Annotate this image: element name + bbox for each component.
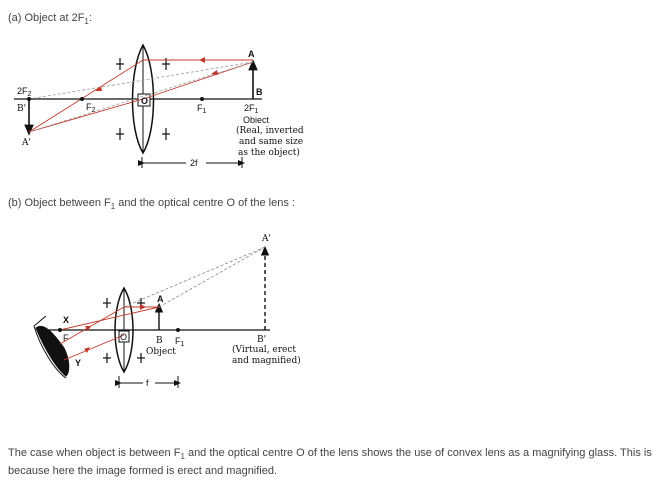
- dimension-f: [115, 376, 181, 388]
- label-object-b: Object: [146, 347, 176, 357]
- ray-virtual-b1: [123, 246, 266, 308]
- label-f-dimension: f: [146, 378, 149, 388]
- conclusion-text-1: The case when object is between F: [8, 447, 181, 459]
- point-f2-a: [80, 97, 84, 101]
- label-b-prime-b: B': [257, 335, 266, 345]
- label-f1-a: F1: [197, 103, 207, 115]
- label-2f1: 2F1: [244, 103, 259, 115]
- label-f-b: F: [63, 333, 69, 343]
- label-2f2: 2F2: [17, 86, 32, 98]
- label-b-a: B: [256, 87, 263, 97]
- caption-b-suffix: and the optical centre O of the lens :: [115, 197, 295, 209]
- point-f1-b: [176, 328, 180, 332]
- optical-centre-box-b: [118, 330, 130, 343]
- caption-b-text: (b) Object between F: [8, 197, 111, 209]
- caption-b-sub: 1: [110, 202, 116, 212]
- label-a-prime-a: A': [21, 138, 31, 148]
- ray-lower-b: [63, 334, 125, 361]
- ray-refracted-a: [28, 59, 144, 133]
- label-b-prime-a: B': [17, 104, 26, 114]
- note-b-line1: (Virtual, erect: [232, 344, 296, 355]
- conclusion-text-2: and the optical centre O of the lens sho…: [8, 447, 652, 478]
- caption-a-text: (a) Object at 2F: [8, 12, 85, 24]
- eye-outline: [33, 315, 67, 379]
- label-f1-b: F1: [175, 336, 185, 348]
- ray-focal-b: [28, 98, 144, 133]
- note-a-line2: and same size: [239, 137, 303, 147]
- ray-focal-a: [142, 61, 254, 100]
- label-f2: F2: [86, 102, 96, 114]
- ray-virtual-b2: [158, 246, 266, 308]
- diagram-a: 2F2 B' A' F2 O F1 A B 2F1 Obiect (Real, …: [14, 43, 304, 168]
- caption-a-sub: 1: [84, 17, 89, 27]
- conclusion-paragraph: The case when object is between F1 and t…: [8, 446, 658, 479]
- conclusion-sub: 1: [180, 452, 185, 462]
- label-o-b: O: [120, 332, 127, 342]
- label-y: Y: [75, 358, 81, 368]
- label-2f-dimension: 2f: [190, 158, 198, 168]
- label-object-a: Obiect: [243, 115, 270, 125]
- note-a-line3: as the object): [238, 147, 300, 158]
- ray-centre-b: [59, 306, 160, 331]
- caption-a-suffix: :: [88, 12, 92, 24]
- ray-arrowheads-b: [84, 304, 146, 353]
- note-b-line2: and magnified): [232, 355, 301, 366]
- dimension-2f: [138, 157, 245, 168]
- lens-hatching-b: [103, 298, 145, 363]
- label-a-a: A: [248, 49, 255, 59]
- caption-b: (b) Object between F1 and the optical ce…: [8, 197, 295, 211]
- point-2f2-a: [27, 97, 31, 101]
- ray-refracted-b1: [59, 306, 125, 345]
- caption-a: (a) Object at 2F1:: [8, 12, 92, 26]
- note-a-line1: (Real, inverted: [236, 125, 304, 136]
- ray-back-a: [28, 61, 254, 133]
- label-a-b: A: [157, 294, 164, 304]
- label-a-prime-b: A': [261, 234, 271, 244]
- ray-through-f2-a: [28, 61, 254, 100]
- label-b-b: B: [156, 336, 163, 346]
- diagram-b: A' A X Y F O B F1 Object B' (Virtual, er…: [33, 234, 301, 388]
- point-f1-a: [200, 97, 204, 101]
- ray-arrowheads-a: [95, 57, 218, 91]
- label-o-a: O: [141, 96, 148, 106]
- point-f-b: [58, 328, 62, 332]
- eye-icon: [35, 326, 70, 377]
- label-x: X: [63, 315, 69, 325]
